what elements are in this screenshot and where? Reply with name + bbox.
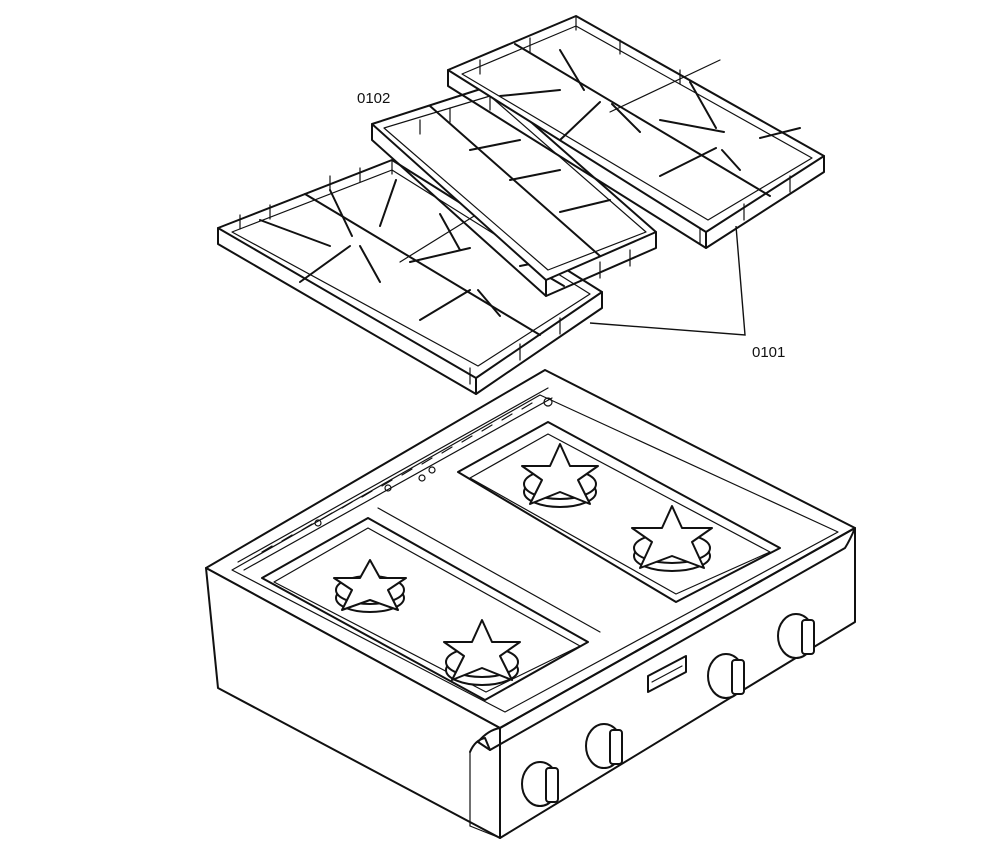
control-knob-2 (585, 723, 623, 769)
callout-label-0102: 0102 (357, 90, 390, 107)
callout-0101: 0101 (589, 225, 785, 361)
control-knob-3 (707, 653, 745, 699)
control-knob-4 (777, 613, 815, 659)
grate-right (447, 15, 825, 249)
grate-middle (371, 85, 657, 297)
burner-right-rear (521, 443, 599, 508)
burner-left-front (443, 619, 521, 686)
cooktop (205, 369, 856, 839)
callout-0102: 0102 (357, 90, 390, 107)
burner-right-front (631, 505, 713, 572)
control-knob-1 (521, 761, 559, 807)
callout-label-0101: 0101 (752, 344, 785, 361)
rear-vent-slots (261, 397, 553, 553)
brand-badge (647, 655, 687, 693)
grate-left (217, 159, 603, 395)
burner-left-rear (333, 559, 407, 613)
leader-line (589, 225, 746, 336)
